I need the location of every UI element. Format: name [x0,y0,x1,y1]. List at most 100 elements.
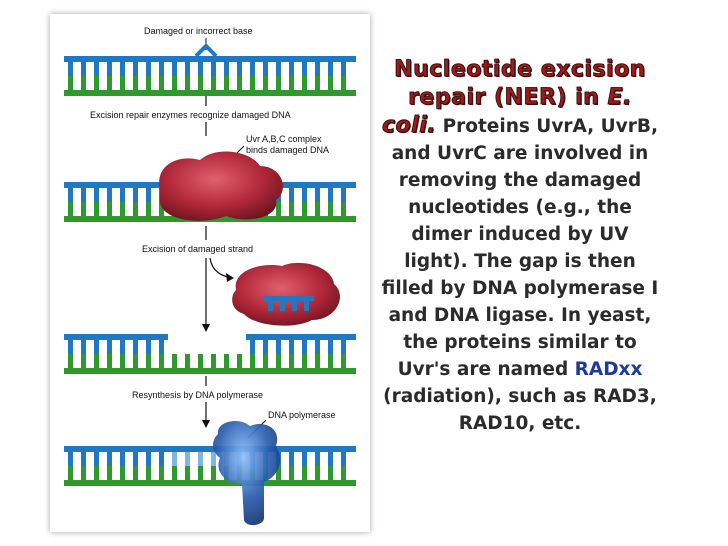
damaged-base-kink [194,43,218,58]
dna-backbone-bottom [64,90,356,96]
excised-backbone [264,296,314,301]
label-uvr-line1: Uvr A,B,C complex [246,134,322,144]
base-bottom [81,76,86,90]
label-uvr-line2: binds damaged DNA [246,145,329,155]
base-top [94,340,99,354]
base-top [263,340,268,354]
excised-base [268,301,273,311]
base-bottom [211,76,216,90]
base-top [276,340,281,354]
base-bottom [120,202,125,216]
base-bottom [211,354,216,368]
base-top [120,340,125,354]
base-bottom [107,354,112,368]
base-bottom [328,354,333,368]
base-top [81,62,86,76]
base-bottom [68,354,73,368]
dna-backbone-bottom [64,480,356,486]
dna-duplex-damaged [64,43,356,96]
arrowhead [226,273,234,282]
base-top [94,452,99,466]
base-bottom [276,202,281,216]
base-top [159,62,164,76]
base-bottom [302,76,307,90]
dna-polymerase [213,420,281,526]
ner-diagram: Damaged or incorrect base Excision repai… [64,26,356,526]
base-top [94,188,99,202]
base-bottom [315,466,320,480]
base-bottom [328,466,333,480]
base-top [146,452,151,466]
base-top [107,188,112,202]
dna-backbone-top [64,446,356,452]
base-bottom [94,354,99,368]
base-bottom [302,202,307,216]
base-bottom [276,466,281,480]
arrowhead [202,324,210,332]
emphasis-radxx: RADxx [574,359,643,380]
base-top [302,452,307,466]
base-top [81,188,86,202]
label-damaged-base: Damaged or incorrect base [144,26,253,36]
base-top [250,62,255,76]
dna-backbone-bottom [64,368,356,374]
base-top [68,62,73,76]
ner-diagram-figure: Damaged or incorrect base Excision repai… [50,14,370,532]
base-top [328,188,333,202]
base-top [133,62,138,76]
base-bottom [159,202,164,216]
base-top [120,62,125,76]
dna-backbone-top [246,334,356,340]
base-top [198,452,203,466]
base-top [341,62,346,76]
excised-base [280,301,285,311]
base-bottom [263,354,268,368]
base-bottom [159,354,164,368]
base-bottom [302,354,307,368]
base-bottom [211,466,216,480]
base-bottom [276,354,281,368]
base-bottom [185,354,190,368]
base-bottom [341,466,346,480]
base-bottom [341,76,346,90]
dna-backbone-top [64,334,168,340]
base-bottom [94,466,99,480]
base-bottom [289,76,294,90]
base-top [159,452,164,466]
base-top [224,62,229,76]
base-top [315,340,320,354]
base-top [315,452,320,466]
base-top [315,62,320,76]
base-bottom [133,466,138,480]
base-top [146,340,151,354]
dna-duplex-resynthesized [64,446,356,486]
base-bottom [94,202,99,216]
base-top [211,62,216,76]
base-top [289,340,294,354]
base-bottom [172,354,177,368]
base-bottom [198,466,203,480]
base-bottom [198,76,203,90]
base-bottom [328,202,333,216]
excised-base [304,301,309,311]
base-top [289,188,294,202]
base-bottom [120,76,125,90]
label-resynthesis: Resynthesis by DNA polymerase [132,390,263,400]
base-bottom [68,76,73,90]
description-text: Nucleotide excision repair (NER) in E. c… [378,56,662,437]
base-bottom [94,76,99,90]
base-top [107,62,112,76]
base-top [250,340,255,354]
base-top [302,188,307,202]
base-bottom [146,202,151,216]
base-top [133,188,138,202]
base-top [276,62,281,76]
base-bottom [224,76,229,90]
excised-complex [232,262,340,326]
base-bottom [146,76,151,90]
base-bottom [289,354,294,368]
base-top [341,340,346,354]
base-bottom [328,76,333,90]
title-species: E. coli. [382,85,632,139]
base-top [328,452,333,466]
